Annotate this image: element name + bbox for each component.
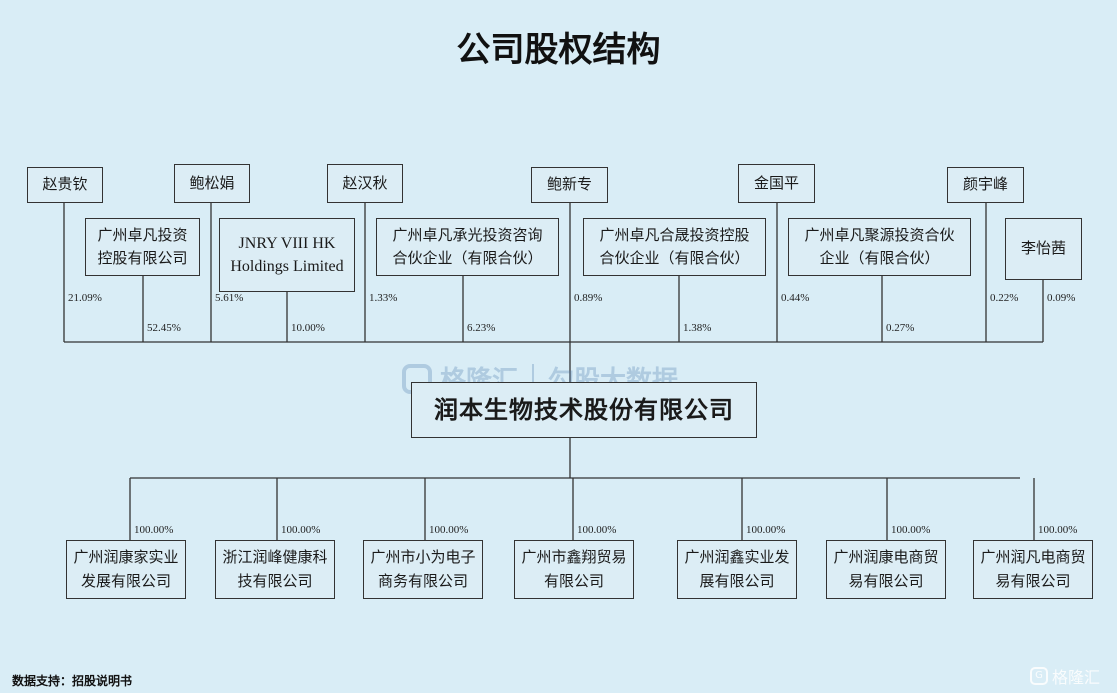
ownership-percent: 0.44%	[781, 292, 810, 304]
shareholder-box: 鲍新专	[531, 167, 608, 203]
shareholder-box: JNRY VIII HK Holdings Limited	[219, 218, 355, 292]
page-title: 公司股权结构	[456, 30, 661, 70]
shareholder-box: 广州卓凡承光投资咨询 合伙企业（有限合伙）	[376, 218, 559, 276]
ownership-percent: 5.61%	[215, 292, 244, 304]
ownership-percent: 100.00%	[281, 524, 321, 536]
ownership-percent: 1.33%	[369, 292, 398, 304]
ownership-percent: 100.00%	[134, 524, 174, 536]
brand-logo-icon: G	[1030, 667, 1048, 685]
source-note: 数据支持：招股说明书	[12, 674, 133, 688]
shareholder-box: 颜宇峰	[947, 167, 1024, 203]
ownership-percent: 0.89%	[574, 292, 603, 304]
corner-logo-text: 格隆汇	[1052, 668, 1101, 687]
ownership-percent: 0.22%	[990, 292, 1019, 304]
corner-logo: G 格隆汇	[1030, 664, 1100, 688]
ownership-percent: 0.09%	[1047, 292, 1076, 304]
ownership-percent: 100.00%	[891, 524, 931, 536]
shareholder-box: 李怡茜	[1005, 218, 1082, 280]
watermark-separator	[532, 363, 535, 394]
subsidiary-box: 广州润鑫实业发 展有限公司	[677, 540, 797, 599]
shareholder-box: 金国平	[738, 164, 815, 203]
shareholder-box: 广州卓凡投资 控股有限公司	[85, 218, 200, 276]
ownership-percent: 100.00%	[429, 524, 469, 536]
shareholder-box: 鲍松娟	[174, 164, 250, 203]
ownership-percent: 21.09%	[68, 292, 102, 304]
shareholder-box: 广州卓凡聚源投资合伙 企业（有限合伙）	[788, 218, 971, 276]
subsidiary-box: 广州润康家实业 发展有限公司	[66, 540, 186, 599]
main-company-box: 润本生物技术股份有限公司	[411, 382, 757, 438]
ownership-percent: 0.27%	[886, 322, 915, 334]
subsidiary-box: 广州市鑫翔贸易 有限公司	[514, 540, 634, 599]
ownership-percent: 6.23%	[467, 322, 496, 334]
ownership-percent: 100.00%	[1038, 524, 1078, 536]
shareholder-box: 赵贵钦	[27, 167, 103, 203]
ownership-percent: 1.38%	[683, 322, 712, 334]
ownership-percent: 100.00%	[746, 524, 786, 536]
subsidiary-box: 广州润凡电商贸 易有限公司	[973, 540, 1093, 599]
subsidiary-box: 浙江润峰健康科 技有限公司	[215, 540, 335, 599]
ownership-percent: 100.00%	[577, 524, 617, 536]
ownership-percent: 10.00%	[291, 322, 325, 334]
shareholder-box: 广州卓凡合晟投资控股 合伙企业（有限合伙）	[583, 218, 766, 276]
subsidiary-box: 广州市小为电子 商务有限公司	[363, 540, 483, 599]
subsidiary-box: 广州润康电商贸 易有限公司	[826, 540, 946, 599]
ownership-percent: 52.45%	[147, 322, 181, 334]
shareholder-box: 赵汉秋	[327, 164, 403, 203]
